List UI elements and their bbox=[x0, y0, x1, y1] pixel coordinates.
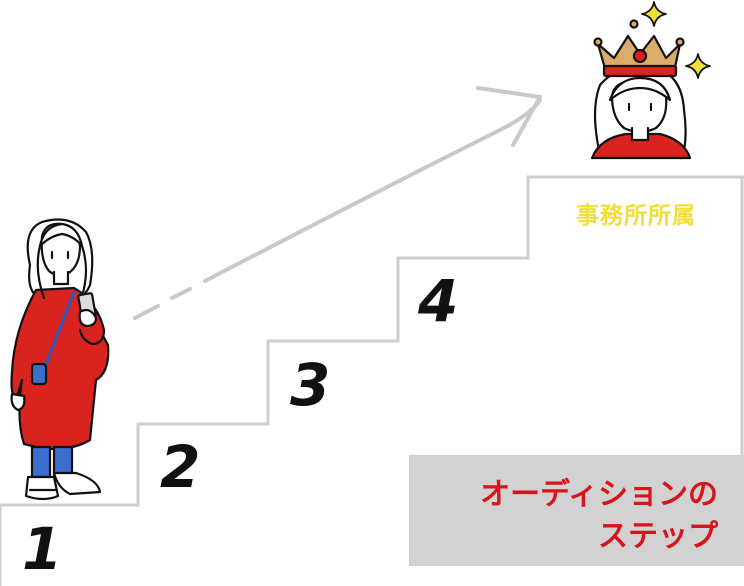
staircase-outline bbox=[0, 175, 744, 586]
progress-arrow bbox=[133, 86, 542, 320]
step-number-2: 2 bbox=[160, 433, 201, 501]
sparkle-icon bbox=[641, 1, 711, 79]
caption-line-2: ステップ bbox=[598, 519, 718, 554]
girl-with-phone-illustration bbox=[10, 218, 110, 501]
step-number-4: 4 bbox=[418, 267, 459, 335]
crowned-girl-illustration bbox=[590, 19, 692, 160]
goal-label: 事務所所属 bbox=[576, 203, 696, 229]
step-number-3: 3 bbox=[290, 351, 331, 419]
step-number-1: 1 bbox=[22, 515, 63, 583]
caption-box: オーディションの ステップ bbox=[409, 455, 744, 566]
caption-line-1: オーディションの bbox=[480, 477, 718, 512]
